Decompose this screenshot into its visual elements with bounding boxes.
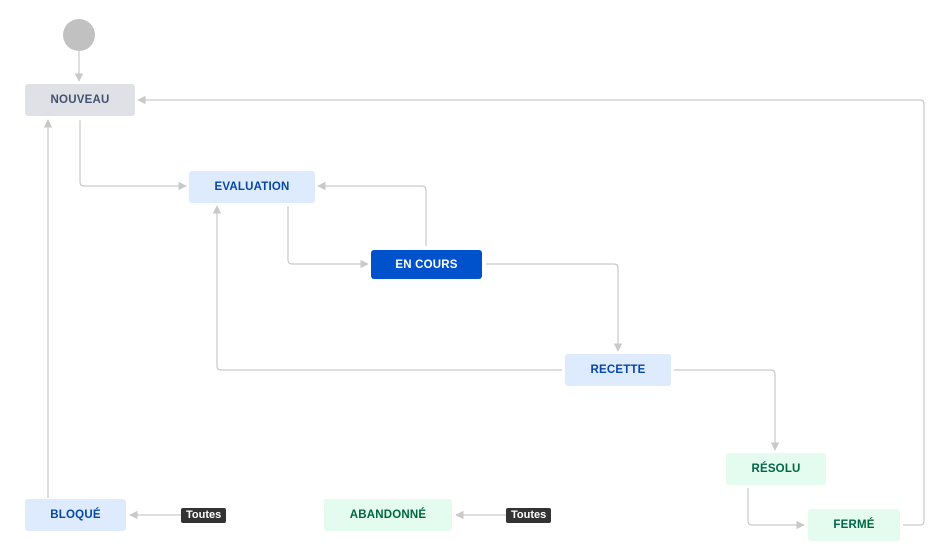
edge-ferme-to-nouveau [137,95,925,526]
status-en-cours[interactable]: EN COURS [371,250,482,279]
edge-recette-to-evaluation [212,205,562,371]
status-abandonne[interactable]: ABANDONNÉ [324,499,452,531]
edge-recette-to-resolu [674,369,780,451]
edge-en-cours-to-evaluation [317,181,427,246]
status-resolu[interactable]: RÉSOLU [726,453,826,485]
global-transition-badge-abandonne[interactable]: Toutes [506,508,552,523]
edge-en-cours-to-recette [486,263,623,352]
edge-evaluation-to-en-cours [287,206,369,269]
status-bloque[interactable]: BLOQUÉ [25,499,126,531]
status-recette[interactable]: RECETTE [565,354,671,386]
status-evaluation[interactable]: EVALUATION [189,171,315,203]
status-ferme[interactable]: FERMÉ [808,509,900,541]
edge-nouveau-to-evaluation [79,120,187,191]
start-node [63,19,95,51]
status-nouveau[interactable]: NOUVEAU [25,84,135,116]
edge-resolu-to-ferme [747,488,805,530]
global-transition-badge-bloque[interactable]: Toutes [181,508,227,523]
